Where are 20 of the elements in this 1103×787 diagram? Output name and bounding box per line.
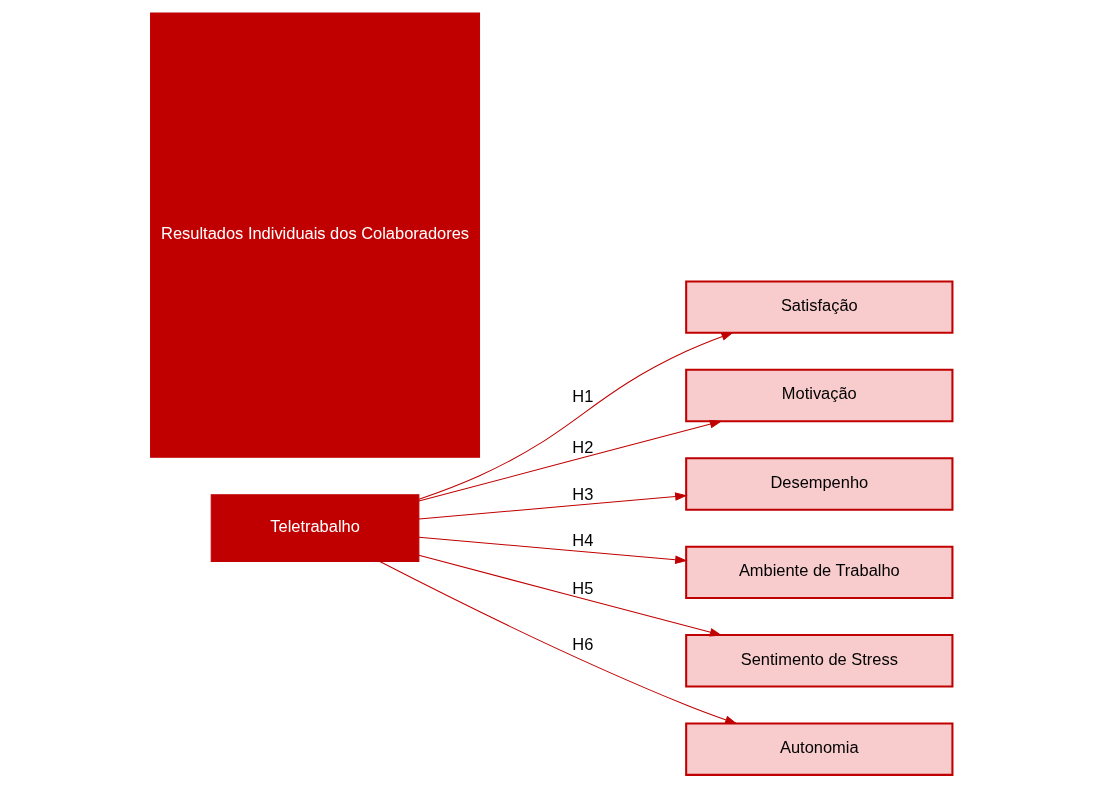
node-box: Autonomia bbox=[685, 721, 954, 776]
node-box: Resultados Individuais dos Colaboradores bbox=[150, 12, 481, 458]
arrow bbox=[418, 554, 723, 636]
arrow bbox=[418, 491, 688, 520]
edge-label: H4 bbox=[572, 530, 594, 549]
node-box: Satisfação bbox=[685, 279, 954, 334]
arrow bbox=[379, 560, 738, 724]
node-box: Teletrabalho bbox=[210, 493, 420, 562]
node-box: Ambiente de Trabalho bbox=[685, 545, 954, 599]
edge-label: H1 bbox=[572, 386, 594, 404]
edge-label: H6 bbox=[572, 634, 594, 653]
arrow bbox=[418, 419, 723, 501]
node-box: Motivação bbox=[685, 368, 954, 422]
node-box: Sentimento de Stress bbox=[685, 633, 954, 687]
edge-label: H3 bbox=[572, 484, 594, 503]
edge-label: H5 bbox=[572, 578, 594, 597]
arrow bbox=[418, 536, 688, 564]
arrow bbox=[418, 331, 734, 500]
edge-label: H2 bbox=[572, 437, 594, 456]
node-box: Desempenho bbox=[685, 456, 954, 511]
